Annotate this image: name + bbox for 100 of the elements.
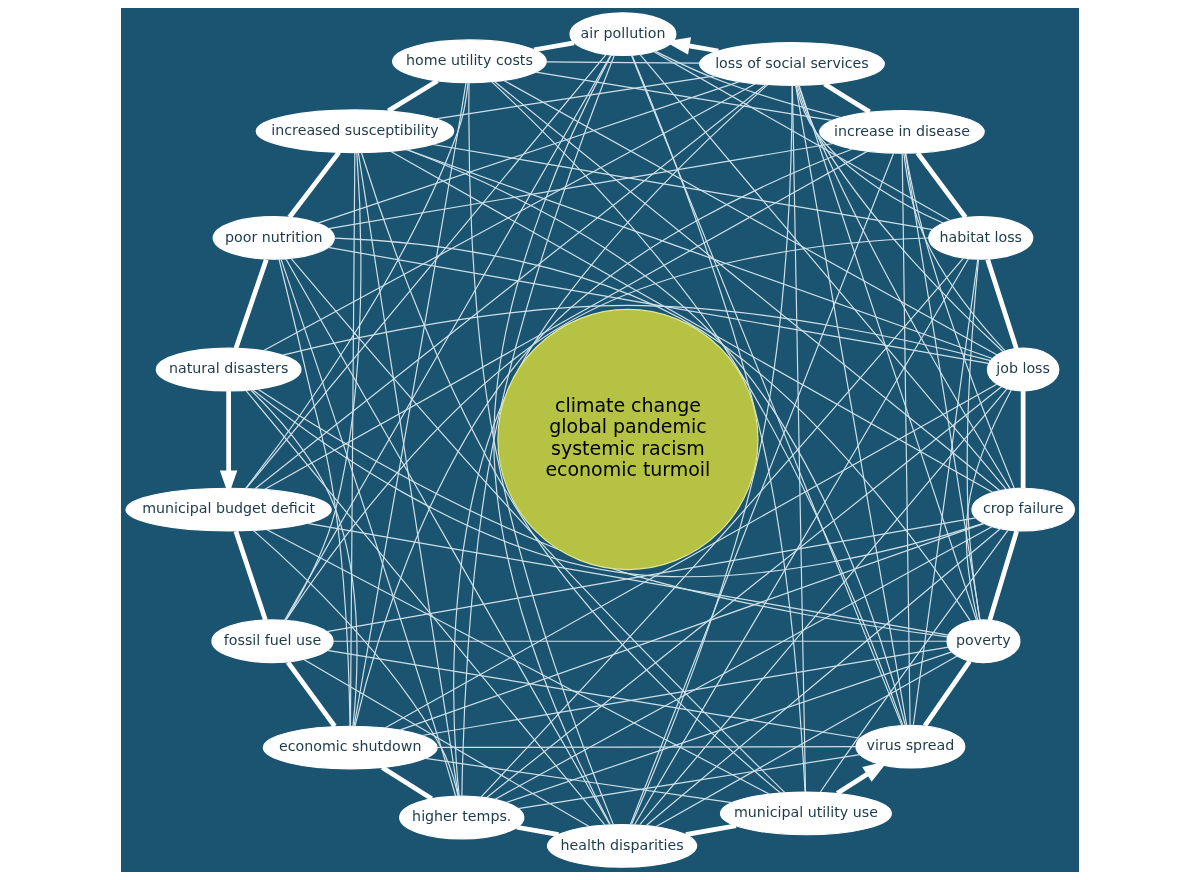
connector (795, 84, 944, 224)
connector (493, 54, 612, 826)
connector (354, 148, 854, 727)
connector (533, 40, 575, 53)
connector (904, 152, 981, 621)
connector (405, 148, 993, 360)
connector (485, 386, 1003, 799)
connector (436, 746, 857, 749)
connector (303, 658, 590, 828)
connector (491, 81, 904, 726)
node-ellipse: increased susceptibility (255, 109, 455, 154)
connector (252, 529, 459, 797)
connector (233, 530, 268, 621)
connector (257, 388, 949, 638)
connector (912, 258, 979, 726)
connector (389, 150, 994, 493)
connector (328, 142, 834, 230)
connector (985, 258, 1019, 350)
connector (280, 258, 457, 797)
connector (252, 389, 985, 578)
node-ellipse: fossil fuel use (211, 619, 334, 664)
connector (915, 151, 968, 219)
connector (503, 79, 998, 356)
connector (263, 150, 868, 491)
connector (819, 529, 1009, 793)
node-ellipse: municipal budget deficit (125, 487, 332, 532)
connector (285, 258, 611, 826)
connector (654, 50, 842, 119)
connector (278, 258, 351, 727)
node-ellipse: increase in disease (819, 109, 985, 154)
connector (494, 81, 1001, 492)
connector (285, 152, 362, 621)
node-ellipse: health disparities (546, 823, 698, 868)
connector (406, 148, 906, 726)
connector (245, 389, 606, 826)
connector (250, 389, 358, 727)
connector (282, 304, 992, 362)
connector (987, 530, 1019, 621)
node-ellipse: virus spread (855, 724, 966, 769)
connector (645, 528, 1001, 827)
connector (262, 83, 757, 352)
node-ellipse: job loss (986, 347, 1060, 392)
connector (285, 660, 337, 728)
connector (453, 84, 769, 797)
connector (494, 526, 993, 800)
connector (357, 152, 460, 797)
connector (653, 51, 951, 222)
connector (399, 522, 985, 731)
node-ellipse: crop failure (971, 487, 1075, 532)
node-ellipse: home utility costs (392, 39, 547, 84)
connector (922, 659, 972, 728)
node-ellipse: habitat loss (928, 215, 1034, 260)
node-ellipse: poverty (946, 619, 1021, 664)
connector (332, 640, 948, 642)
connector (421, 646, 949, 737)
node-ellipse: natural disasters (155, 347, 302, 392)
connector (798, 84, 978, 621)
connector (265, 528, 770, 795)
connector (435, 75, 716, 120)
connector (432, 143, 934, 231)
connector (639, 388, 1008, 826)
connector (290, 257, 786, 794)
node-ellipse: poor nutrition (212, 215, 335, 260)
connector (903, 152, 1006, 352)
connector (516, 824, 559, 837)
node-ellipse: air pollution (569, 12, 677, 57)
connector (965, 389, 1012, 621)
connector (284, 54, 612, 621)
connector (655, 655, 958, 828)
connector (639, 54, 1007, 490)
connector (685, 823, 737, 837)
node-ellipse: municipal utility use (719, 791, 892, 836)
connector (823, 82, 871, 114)
connector (384, 383, 998, 729)
node-ellipse: higher temps. (399, 795, 525, 840)
connector (353, 82, 467, 727)
connector (326, 649, 861, 739)
connector (797, 84, 1011, 490)
connector (535, 71, 833, 122)
connector (317, 81, 740, 224)
connector (796, 84, 1004, 353)
connector (387, 78, 439, 113)
connector (244, 82, 469, 490)
connector (327, 246, 990, 365)
node-circle: climate change global pandemic systemic racism economic turmoil (497, 308, 759, 571)
connector (233, 258, 269, 349)
connector (1020, 390, 1026, 488)
connector (795, 84, 908, 726)
node-ellipse: economic shutdown (262, 725, 438, 770)
connector (505, 651, 953, 804)
connector (630, 54, 903, 726)
connector (905, 152, 1015, 490)
node-ellipse: loss of social services (699, 42, 885, 86)
connector (517, 754, 861, 810)
connector (245, 54, 607, 489)
connector (287, 150, 341, 219)
connector (901, 152, 911, 726)
connector (360, 152, 781, 794)
connector (545, 61, 701, 64)
connector (380, 765, 433, 801)
